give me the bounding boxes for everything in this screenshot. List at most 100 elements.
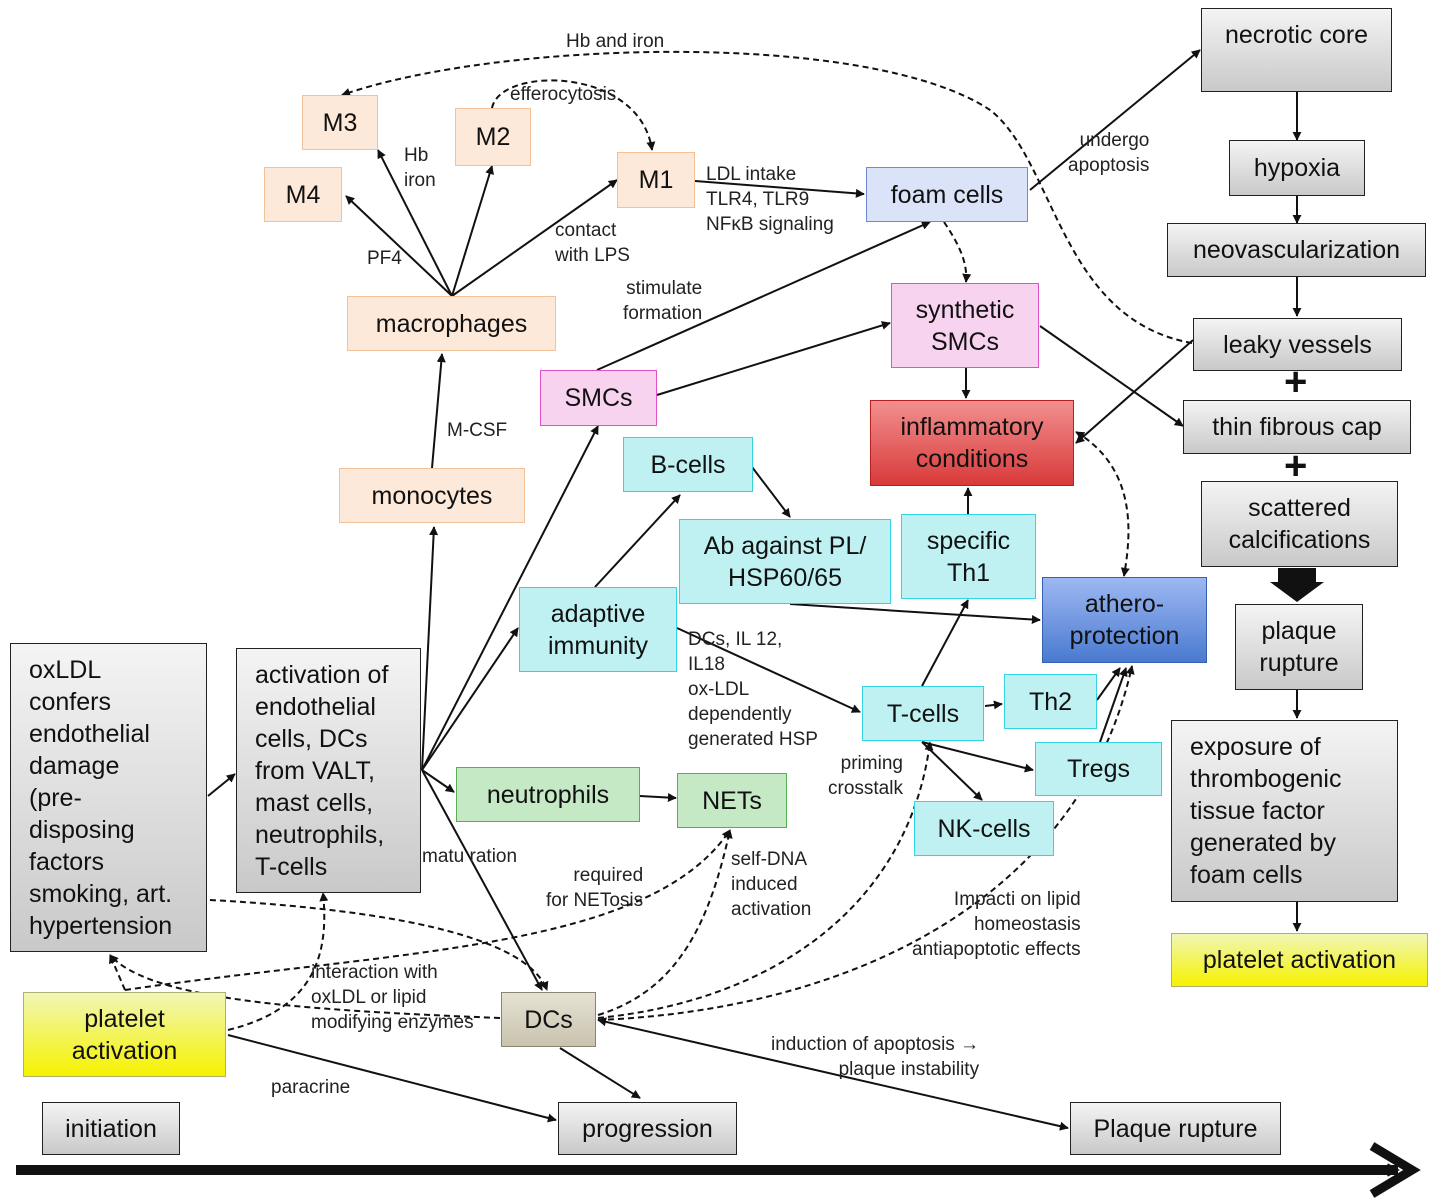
edge-activation-adaptive <box>421 627 519 771</box>
node-inflammatory-conditions: inflammatory conditions <box>870 400 1074 486</box>
node-b-cells: B-cells <box>623 437 753 492</box>
edge-neutrophils-nets <box>639 793 677 803</box>
edge-bcells-ab <box>751 466 791 518</box>
node-exposure-tissue-factor: exposure of thrombogenic tissue factor g… <box>1171 720 1398 902</box>
edge-platelet-nets-dashed <box>124 829 731 991</box>
label-impact-lipid: Impacti on lipid homeostasis antiapoptot… <box>912 889 1081 960</box>
label-maturation: matu ration <box>422 846 518 867</box>
node-smcs: SMCs <box>540 370 657 426</box>
edge-smcs-foamcells <box>596 221 931 371</box>
node-platelet-activation-left: platelet activation <box>23 992 226 1077</box>
edge-th2-athero <box>1096 667 1121 701</box>
node-activation-endothelial: activation of endothelial cells, DCs fro… <box>236 648 421 893</box>
node-nk-cells: NK-cells <box>914 801 1054 856</box>
node-platelet-activation-right: platelet activation <box>1171 933 1428 987</box>
node-t-cells: T-cells <box>862 686 984 741</box>
node-specific-th1: specific Th1 <box>901 514 1036 599</box>
edge-activation-monocytes <box>421 526 439 771</box>
edge-oxldl-activation <box>207 773 236 797</box>
label-induction-apoptosis: induction of apoptosis → plaque instabil… <box>771 1034 980 1080</box>
node-leaky-vessels: leaky vessels <box>1193 318 1402 371</box>
edge-tcells-th2 <box>984 700 1003 710</box>
label-efferocytosis: efferocytosis <box>510 84 617 105</box>
edge-inflammatory-athero-dashed <box>1075 431 1130 577</box>
node-th2: Th2 <box>1004 674 1097 729</box>
node-tregs: Tregs <box>1035 742 1162 796</box>
edge-adaptive-tcells <box>676 627 861 713</box>
edge-platelet-progression <box>227 1034 557 1123</box>
edge-macrophages-m3 <box>377 149 453 297</box>
stage-progression: progression <box>558 1102 737 1155</box>
edge-synthetic-thincap <box>1039 325 1184 427</box>
edge-smcs-synthetic <box>656 321 891 396</box>
node-neutrophils: neutrophils <box>456 767 640 822</box>
node-neovascularization: neovascularization <box>1167 223 1426 277</box>
label-contact-lps: contact with LPS <box>555 220 630 266</box>
timeline-arrowhead <box>1369 1142 1421 1198</box>
label-self-dna: self-DNA induced activation <box>731 849 812 920</box>
label-hb-iron-small: Hb iron <box>404 145 436 191</box>
label-priming-crosstalk: priming crosstalk <box>828 753 903 799</box>
node-thin-fibrous-cap: thin fibrous cap <box>1183 400 1411 454</box>
plus-sign-2: + <box>1284 444 1308 488</box>
edge-tcells-th1 <box>921 599 969 687</box>
node-m3: M3 <box>302 95 378 150</box>
stage-plaque-rupture: Plaque rupture <box>1070 1102 1281 1155</box>
edge-macrophages-m4 <box>345 195 453 297</box>
label-required-netosis: required for NETosis <box>546 865 644 911</box>
edge-m2-m1-dashed <box>491 79 656 151</box>
edge-activation-smcs <box>421 425 599 771</box>
edge-ab-athero <box>789 603 1041 624</box>
node-m2: M2 <box>455 108 531 166</box>
node-nets: NETs <box>677 773 787 828</box>
edge-platelet-activation-dashed <box>227 892 329 1031</box>
edge-activation-dcs <box>421 769 543 991</box>
node-foam-cells: foam cells <box>866 167 1028 222</box>
edge-activation-neutrophils <box>421 769 455 793</box>
node-monocytes: monocytes <box>339 468 525 523</box>
edge-tcells-tregs <box>921 741 1034 773</box>
edge-tregs-athero <box>1099 667 1128 743</box>
edge-dcs-progression <box>559 1047 641 1099</box>
edge-macrophages-m1 <box>451 179 618 297</box>
label-stimulate-formation: stimulate formation <box>623 278 703 324</box>
node-hypoxia: hypoxia <box>1229 140 1365 196</box>
node-m4: M4 <box>264 167 342 222</box>
stage-initiation: initiation <box>42 1102 180 1155</box>
edge-adaptive-bcells <box>594 494 681 588</box>
label-paracrine: paracrine <box>271 1077 351 1098</box>
edge-tcells-nkcells <box>921 741 983 801</box>
node-m1: M1 <box>617 152 695 208</box>
label-m-csf: M-CSF <box>447 420 508 441</box>
edge-m1-foamcells <box>694 180 865 198</box>
node-scattered-calcifications: scattered calcifications <box>1201 481 1398 567</box>
label-hb-iron-top: Hb and iron <box>566 31 665 52</box>
edge-foam-synthetic-dashed <box>943 221 972 283</box>
label-dcs-il12: DCs, IL 12, IL18 ox-LDL dependently gene… <box>688 629 818 750</box>
label-undergo-apoptosis: undergo apoptosis <box>1068 130 1150 176</box>
edge-dcs-nets-dashed <box>597 829 733 1016</box>
edge-leaky-m3-dashed <box>341 50 1193 344</box>
node-adaptive-immunity: adaptive immunity <box>519 587 677 672</box>
node-dcs: DCs <box>501 992 596 1047</box>
edge-dcs-oxldl-dashed <box>109 954 501 1019</box>
edge-foamcells-necrotic <box>1029 49 1201 191</box>
label-pf4: PF4 <box>367 248 402 269</box>
label-ldl-intake: LDL intake TLR4, TLR9 NFκB signaling <box>706 164 834 235</box>
edge-monocytes-macrophages <box>431 353 446 469</box>
plus-sign-1: + <box>1284 360 1308 404</box>
edge-platelet-oxldl-dashed <box>109 954 126 991</box>
node-synthetic-smcs: synthetic SMCs <box>891 283 1039 368</box>
big-down-arrow <box>1270 568 1324 602</box>
node-macrophages: macrophages <box>347 296 556 351</box>
node-necrotic-core: necrotic core <box>1201 8 1392 92</box>
node-atheroprotection: athero- protection <box>1042 577 1207 663</box>
node-ab-against: Ab against PL/ HSP60/65 <box>679 519 891 604</box>
node-oxldl-damage: oxLDL confers endothelial damage (pre- d… <box>10 643 207 952</box>
label-interaction-oxldl: interaction with oxLDL or lipid modifyin… <box>311 962 474 1033</box>
edge-macrophages-m2 <box>451 165 494 297</box>
node-plaque-rupture: plaque rupture <box>1235 604 1363 690</box>
edge-dcs-plaquerupture <box>597 1017 1069 1131</box>
